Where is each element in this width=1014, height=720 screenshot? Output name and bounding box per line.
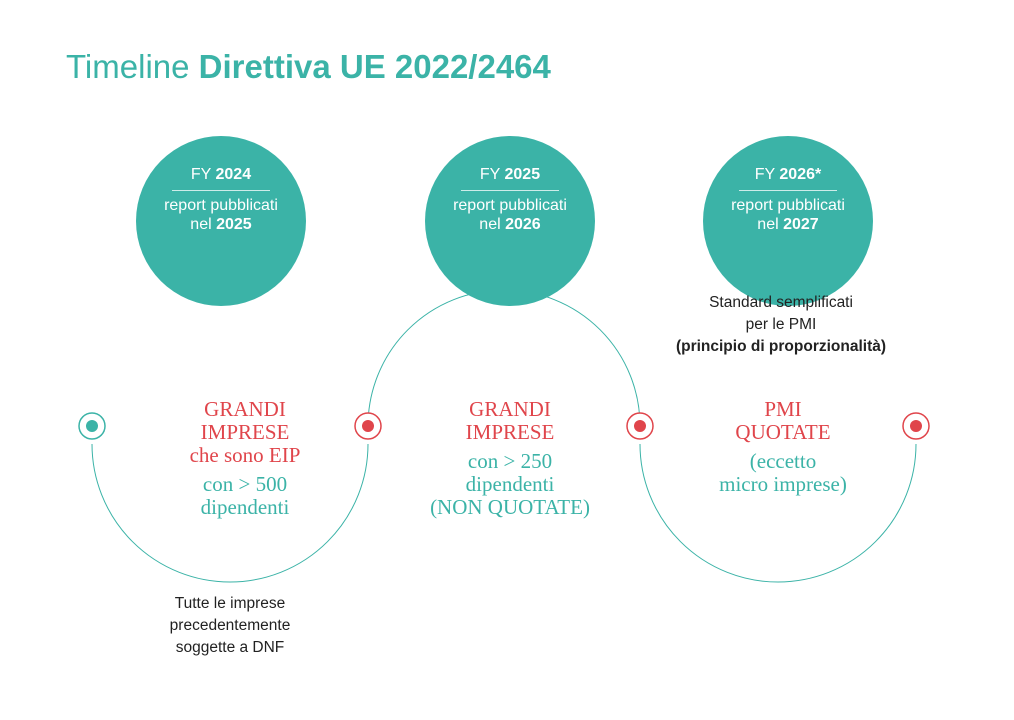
bubble-divider [172,190,270,191]
report-year-label: report pubblicati nel 2027 [731,197,845,233]
group-detail: con > 250 dipendenti (NON QUOTATE) [430,449,590,519]
arc-1 [91,443,369,583]
milestone-bubble-fy2024: FY 2024 report pubblicati nel 2025 [136,136,306,306]
milestone-bubble-fy2026: FY 2026* report pubblicati nel 2027 [703,136,873,306]
group-large-eip: GRANDI IMPRESE che sono EIP con > 500 di… [120,398,370,519]
group-heading: GRANDI IMPRESE che sono EIP [189,397,301,467]
group-heading: GRANDI IMPRESE [465,397,555,444]
group-detail: con > 500 dipendenti [200,472,290,519]
fiscal-year-label: FY 2024 [190,166,252,183]
milestone-bubble-fy2025: FY 2025 report pubblicati nel 2026 [425,136,595,306]
bubble-divider [461,190,559,191]
arc-3 [639,443,917,583]
title-bold: Direttiva UE 2022/2464 [198,48,551,85]
title-light: Timeline [66,48,190,85]
bubble-divider [739,190,837,191]
group-large-unlisted: GRANDI IMPRESE con > 250 dipendenti (NON… [385,398,635,519]
note-prior-dnf: Tutte le imprese precedentemente soggett… [169,595,291,656]
fiscal-year-label: FY 2025 [479,166,541,183]
milestone-marker-icon-1 [354,412,382,440]
milestone-marker-icon-2 [626,412,654,440]
group-detail: (eccetto micro imprese) [719,449,847,496]
report-year-label: report pubblicati nel 2026 [453,197,567,233]
group-listed-sme: PMI QUOTATE (eccetto micro imprese) [658,398,908,496]
report-year-label: report pubblicati nel 2025 [164,197,278,233]
group-heading: PMI QUOTATE [735,397,831,444]
note-sme-standards: Standard semplificati per le PMI (princi… [675,294,887,355]
milestone-marker-icon-3 [902,412,930,440]
start-marker-icon [78,412,106,440]
fiscal-year-label: FY 2026* [754,166,822,183]
page-title: Timeline Direttiva UE 2022/2464 [66,48,551,86]
